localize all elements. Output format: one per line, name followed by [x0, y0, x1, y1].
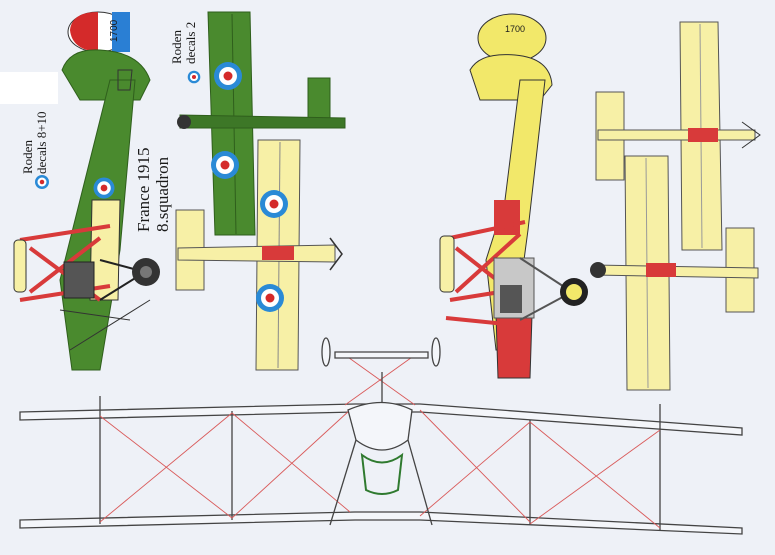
front-view-biplane	[19, 337, 743, 535]
decal-top-note: Roden decals 2	[169, 21, 198, 64]
bottom-wing-roundel-2	[256, 284, 284, 312]
title-line2: 8.squadron	[153, 156, 172, 232]
cream-aircraft-bottom-view-right	[590, 155, 759, 391]
cream-aircraft-top-view	[595, 21, 761, 251]
decal-top-roundel	[187, 70, 201, 84]
decal-left-line1: Roden	[20, 140, 35, 174]
bottom-wing-roundel-1	[260, 190, 288, 218]
left-rudder-serial: 1700	[109, 19, 120, 42]
decal-left-line2: decals 8+10	[34, 111, 49, 174]
top-wing-roundel-2	[211, 151, 239, 179]
green-aircraft-top-view	[177, 11, 346, 236]
label-patch	[0, 72, 58, 104]
top-wing-roundel-1	[214, 62, 242, 90]
decal-top-line2: decals 2	[183, 21, 198, 64]
yellow-aircraft-side-view	[439, 13, 588, 379]
green-rudder-tricolor	[67, 11, 130, 53]
right-rudder-serial: 1700	[505, 24, 526, 34]
squadron-title: France 1915 8.squadron	[134, 147, 172, 232]
cream-aircraft-bottom-view	[175, 139, 343, 371]
title-line1: France 1915	[134, 147, 153, 232]
green-aircraft-side-view	[13, 11, 160, 371]
decal-left-roundel	[35, 175, 49, 189]
decal-top-line1: Roden	[169, 30, 184, 64]
decal-left-note: Roden decals 8+10	[20, 111, 49, 174]
